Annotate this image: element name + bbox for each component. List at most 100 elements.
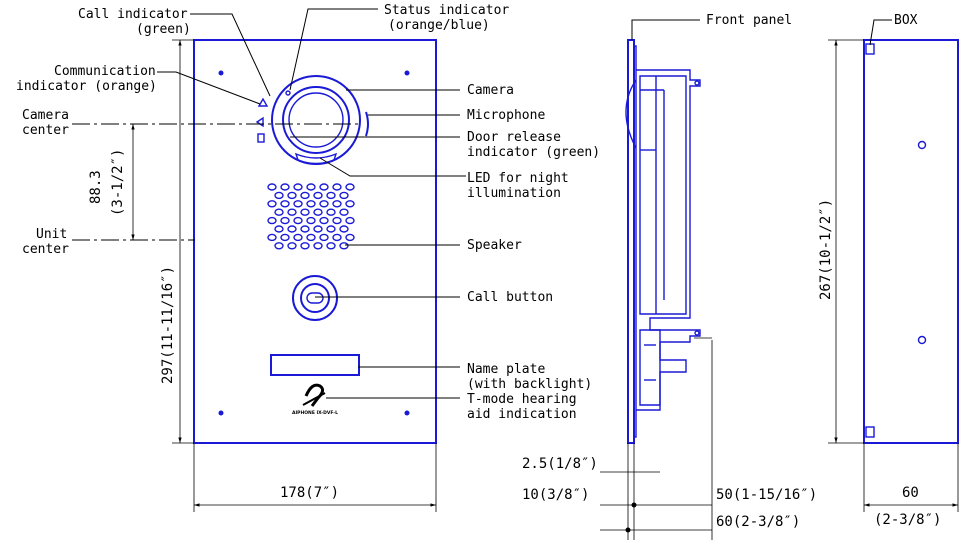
screw-top-right (404, 70, 410, 76)
label-status-indicator-color: (orange/blue) (388, 18, 490, 33)
speaker-hole (326, 191, 336, 200)
speaker-hole (345, 216, 355, 225)
speaker-hole (293, 216, 303, 225)
speaker-hole (313, 208, 323, 216)
speaker-hole (339, 242, 349, 250)
dim-box-depth: 60 (902, 485, 919, 501)
label-call-indicator: Call indicator (78, 7, 188, 22)
speaker-hole (339, 208, 349, 216)
speaker-hole (345, 200, 355, 208)
label-door-release-2: indicator (green) (467, 145, 600, 160)
dim-front-height: 297(11-11/16″) (160, 266, 176, 384)
label-call-indicator-color: (green) (136, 22, 191, 37)
name-plate-drawing (270, 354, 360, 376)
label-tmode: T-mode hearing (467, 392, 577, 407)
speaker-hole (313, 225, 323, 233)
label-camera: Camera (467, 83, 514, 98)
box-view: BOX 267(10-1/2″) 60 (2-3/8″) (818, 13, 959, 528)
speaker-hole (300, 191, 310, 200)
speaker-hole (280, 200, 290, 208)
label-box: BOX (894, 13, 918, 28)
speaker-hole (287, 242, 297, 250)
label-door-release: Door release (467, 130, 561, 145)
speaker-hole (326, 242, 336, 250)
speaker-hole (332, 200, 342, 208)
communication-icon (255, 116, 264, 128)
dim-front-width: 178(7″) (280, 485, 339, 501)
brand-text: AIPHONE IX-DVF-L (292, 410, 338, 416)
label-communication-2: indicator (orange) (16, 79, 157, 94)
speaker-hole (345, 233, 355, 242)
speaker-grille (267, 183, 355, 250)
speaker-hole (267, 183, 277, 191)
speaker-hole (274, 225, 284, 233)
screw-bottom-right (404, 410, 410, 416)
speaker-hole (332, 233, 342, 242)
dim-box-depth-inch: (2-3/8″) (874, 512, 941, 528)
camera-assembly (255, 75, 369, 165)
speaker-hole (300, 208, 310, 216)
bell-icon (257, 97, 269, 107)
speaker-hole (293, 233, 303, 242)
speaker-hole (280, 183, 290, 191)
speaker-hole (332, 183, 342, 191)
dim-side-d3: 50(1-15/16″) (716, 487, 817, 503)
speaker-hole (326, 208, 336, 216)
speaker-hole (306, 216, 316, 225)
hearing-aid-icon (302, 383, 326, 407)
dim-box-height: 267(10-1/2″) (818, 199, 834, 300)
speaker-hole (274, 242, 284, 250)
speaker-hole (274, 191, 284, 200)
speaker-hole (280, 233, 290, 242)
label-camera-center-2: center (22, 123, 69, 138)
speaker-hole (345, 183, 355, 191)
label-name-plate-2: (with backlight) (467, 377, 592, 392)
speaker-hole (313, 242, 323, 250)
speaker-hole (306, 233, 316, 242)
speaker-hole (319, 183, 329, 191)
speaker-hole (300, 242, 310, 250)
speaker-hole (267, 216, 277, 225)
side-view: Front panel 2.5(1/8″) 10(3/8″) 50(1-15/1… (522, 13, 817, 540)
microphone-slot (365, 111, 369, 137)
door-icon (257, 133, 265, 143)
call-button-drawing (292, 275, 338, 321)
box-outline (863, 39, 959, 444)
label-led-2: illumination (467, 186, 561, 201)
label-status-indicator: Status indicator (384, 3, 509, 18)
label-name-plate: Name plate (467, 362, 545, 377)
label-unit-center-2: center (22, 242, 69, 257)
label-call-button: Call button (467, 290, 553, 305)
speaker-hole (339, 225, 349, 233)
speaker-hole (293, 183, 303, 191)
label-tmode-2: aid indication (467, 407, 577, 422)
speaker-hole (280, 216, 290, 225)
speaker-hole (319, 216, 329, 225)
label-front-panel: Front panel (706, 13, 792, 28)
front-view: AIPHONE IX-DVF-L Call indicator (green) … (16, 3, 600, 512)
dim-side-d2: 10(3/8″) (522, 487, 589, 503)
speaker-hole (319, 200, 329, 208)
speaker-hole (287, 225, 297, 233)
front-panel-outline (193, 39, 437, 444)
speaker-hole (319, 233, 329, 242)
label-communication: Communication (54, 64, 156, 79)
screw-top-left (218, 70, 224, 76)
speaker-hole (306, 183, 316, 191)
screw-bottom-left (218, 410, 224, 416)
speaker-hole (326, 225, 336, 233)
speaker-hole (339, 191, 349, 200)
label-camera-center: Camera (22, 108, 69, 123)
speaker-hole (287, 191, 297, 200)
label-microphone: Microphone (467, 108, 545, 123)
speaker-hole (313, 191, 323, 200)
speaker-hole (332, 216, 342, 225)
speaker-hole (274, 208, 284, 216)
speaker-hole (267, 233, 277, 242)
dim-camera-offset-inch: (3-1/2″) (110, 149, 126, 216)
speaker-hole (306, 200, 316, 208)
label-unit-center: Unit (36, 227, 67, 242)
label-speaker: Speaker (467, 238, 522, 253)
side-panel-outline (627, 39, 635, 444)
